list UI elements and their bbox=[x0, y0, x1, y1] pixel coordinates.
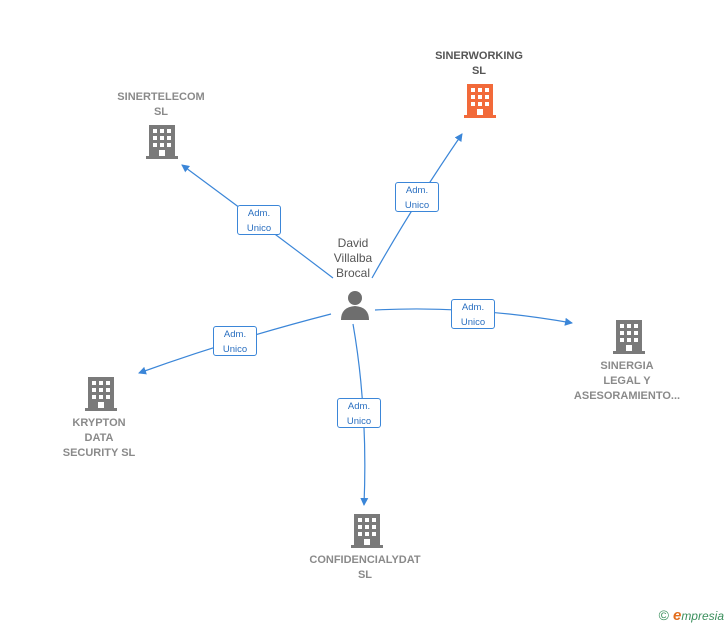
role-badge-confidencialydat: Adm. Unico bbox=[337, 398, 381, 428]
company-name-sinerworking[interactable]: SINERWORKING SL bbox=[435, 50, 523, 77]
building-icon-confidencialydat bbox=[351, 514, 383, 548]
company-name-sinergia[interactable]: SINERGIA LEGAL Y ASESORAMIENTO... bbox=[573, 360, 681, 402]
company-name-sinertelecom[interactable]: SINERTELECOM SL bbox=[117, 91, 205, 118]
brand-footer: ©empresia bbox=[659, 607, 724, 624]
company-name-confidencialydat[interactable]: CONFIDENCIALYDAT SL bbox=[309, 554, 421, 581]
brand-logo-text: mpresia bbox=[681, 609, 724, 623]
building-icon-sinertelecom bbox=[146, 125, 178, 159]
person-icon bbox=[341, 291, 369, 320]
brand-logo-initial: e bbox=[672, 607, 682, 624]
role-badge-sinergia: Adm. Unico bbox=[451, 299, 495, 329]
building-icon-krypton bbox=[85, 377, 117, 411]
copyright-icon: © bbox=[658, 607, 669, 623]
building-icon-sinergia bbox=[613, 320, 645, 354]
role-badge-krypton: Adm. Unico bbox=[213, 326, 257, 356]
company-name-krypton[interactable]: KRYPTON DATA SECURITY SL bbox=[62, 417, 136, 459]
role-badge-sinertelecom: Adm. Unico bbox=[237, 205, 281, 235]
person-name[interactable]: David Villalba Brocal bbox=[333, 236, 373, 280]
building-icon-sinerworking bbox=[464, 84, 496, 118]
role-badge-sinerworking: Adm. Unico bbox=[395, 182, 439, 212]
